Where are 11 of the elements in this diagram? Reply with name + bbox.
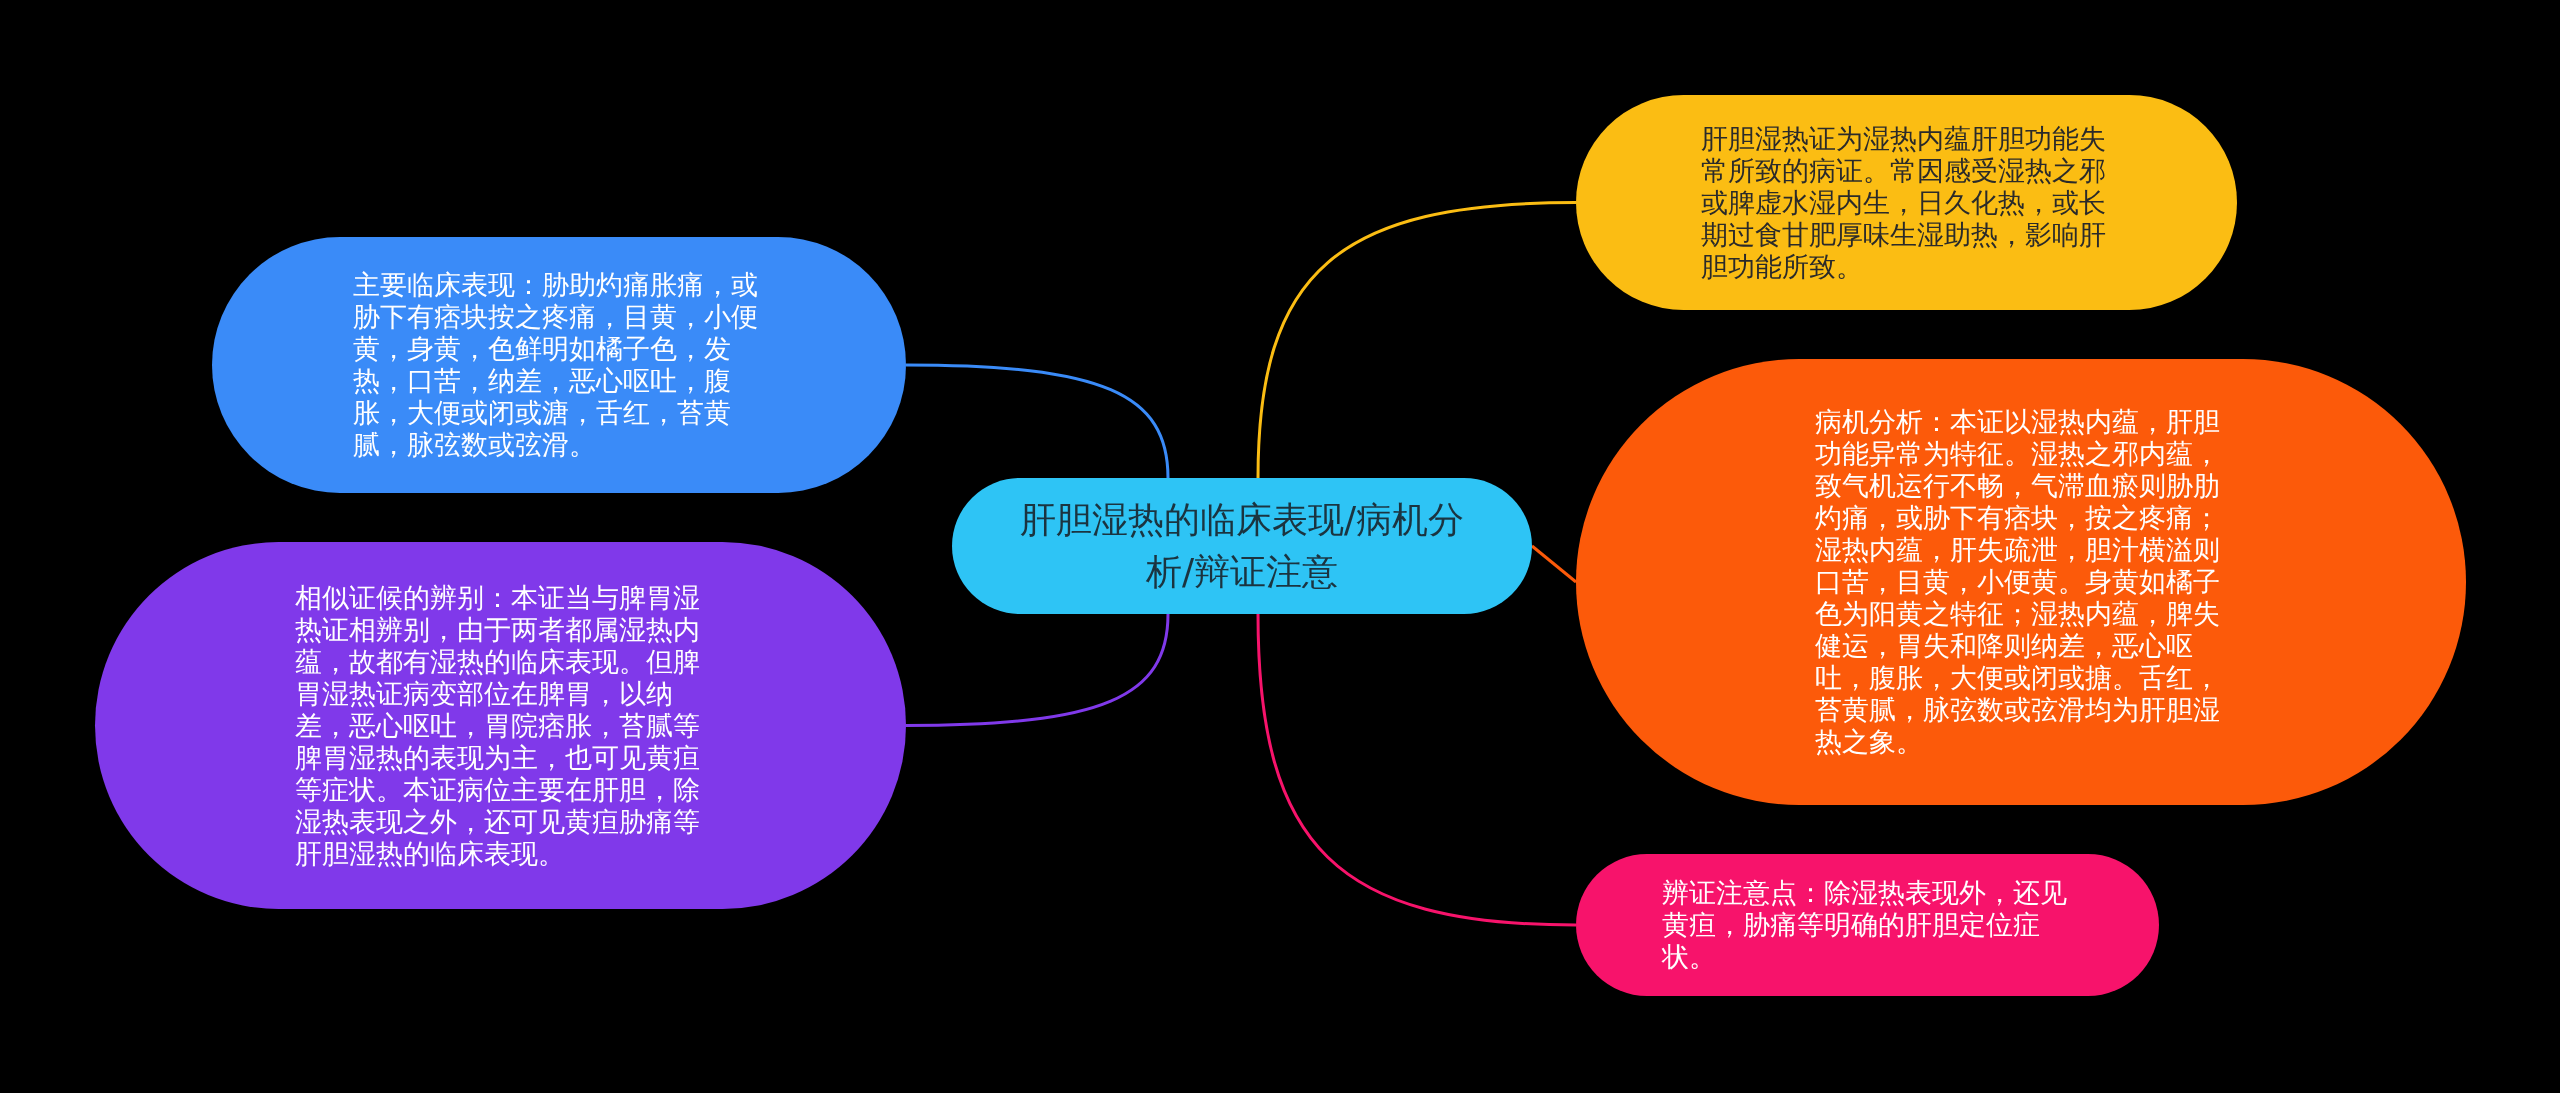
connector-line <box>1256 201 1577 479</box>
topic-text: 肝胆湿热的临床表现/病机分析/辩证注意 <box>1018 498 1466 594</box>
note-text: 病机分析：本证以湿热内蕴，肝胆功能异常为特征。湿热之邪内蕴，致气机运行不畅，气滞血瘀则胁肋灼痛，或胁下有痞块，按之疼痛；湿热内蕴，肝失疏泄，胆汁横溢则口苦，目黄，小便黄。身黄如橘子色为阳黄之特征；湿热内蕴，脾失健运，胃失和降则纳差，恶心呕吐，腹胀，大便或闭或搪。舌红，苔黄腻，脉弦数或弦滑均为肝胆湿热之象。 <box>1815 406 2221 758</box>
connector-line <box>906 363 1170 479</box>
note-text: 主要临床表现：胁助灼痛胀痛，或胁下有痞块按之疼痛，目黄，小便黄，身黄，色鲜明如橘子色，发热，口苦，纳差，恶心呕吐，腹胀，大便或闭或溏，舌红，苔黄腻，脉弦数或弦滑。 <box>353 269 759 461</box>
connector-line <box>1531 544 1577 584</box>
note-text: 相似证候的辨别：本证当与脾胃湿热证相辨别，由于两者都属湿热内蕴，故都有湿热的临床表现。但脾胃湿热证病变部位在脾胃，以纳差，恶心呕吐，胃院痞胀，苔腻等脾胃湿热的表现为主，也可见黄疸等症状。本证病位主要在肝胆，除湿热表现之外，还可见黄疸胁痛等肝胆湿热的临床表现。 <box>294 581 701 870</box>
connector-line <box>1256 613 1577 927</box>
note-text: 辨证注意点：除湿热表现外，还见黄疸，胁痛等明确的肝胆定位症状。 <box>1661 877 2068 973</box>
connector-line <box>906 613 1170 727</box>
note-text: 肝胆湿热证为湿热内蕴肝胆功能失常所致的病证。常因感受湿热之邪或脾虚水湿内生，日久化热，或长期过食甘肥厚味生湿助热，影响肝胆功能所致。 <box>1700 122 2107 283</box>
